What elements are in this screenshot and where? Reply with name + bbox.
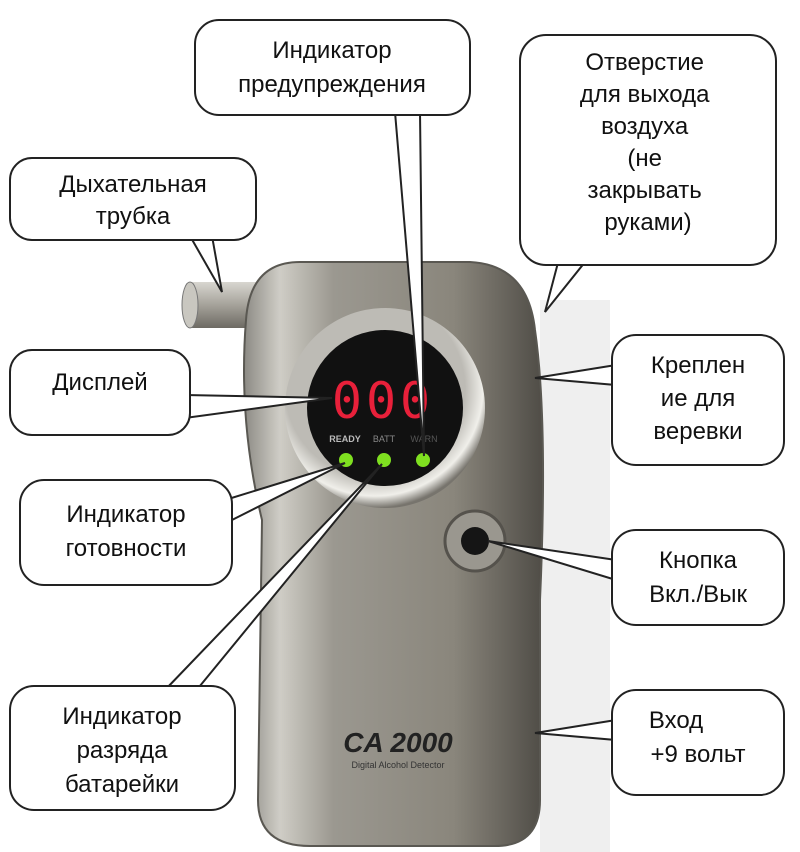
- callout-text-line: Дисплей: [52, 369, 147, 396]
- callout-ready: Индикатор готовности: [19, 462, 346, 586]
- callout-warning: Индикатор предупреждения: [194, 19, 471, 457]
- svg-text:Вход+9 вольт: Вход +9 вольт: [649, 707, 746, 768]
- callout-text-line: разряда: [77, 737, 169, 764]
- callout-text-line: Индикатор: [62, 703, 181, 730]
- battery-led: [377, 453, 391, 467]
- callout-text-line: веревки: [653, 418, 742, 445]
- callout-text-line: Вход: [649, 707, 703, 734]
- callout-vent: Отверстие для выхода воздуха (не закрыва…: [519, 34, 777, 313]
- tube-opening: [181, 281, 199, 329]
- callout-text-line: Креплен: [651, 352, 745, 379]
- batt-label: BATT: [373, 434, 396, 444]
- callout-text-line: Индикатор: [272, 37, 391, 64]
- callout-tube: Дыхательная трубка: [9, 157, 257, 293]
- model-name: CA 2000: [343, 727, 453, 758]
- callout-display: Дисплей: [9, 349, 333, 436]
- callout-text-line: Дыхательная: [59, 171, 206, 198]
- callout-text-line: +9 вольт: [651, 741, 746, 768]
- svg-text:Отверстие для выхода: Отверстие для выхода воздуха (не закрыва…: [580, 49, 716, 236]
- callout-text-line: руками): [604, 209, 691, 236]
- callout-text-line: закрывать: [588, 177, 702, 204]
- callout-text-line: для выхода: [580, 81, 710, 108]
- callout-text-line: Отверстие: [585, 49, 704, 76]
- callout-text-line: (не: [627, 145, 662, 172]
- callout-text-line: батарейки: [65, 771, 179, 798]
- callout-text-line: Вкл./Вык: [649, 581, 747, 608]
- callout-text-line: ие для: [661, 385, 735, 412]
- callout-text-line: Индикатор: [66, 501, 185, 528]
- background-wall: [540, 300, 610, 852]
- warning-led: [416, 453, 430, 467]
- callout-input: Вход +9 вольт: [534, 689, 785, 796]
- callout-text-line: трубка: [96, 203, 171, 230]
- model-subtitle: Digital Alcohol Detector: [351, 760, 444, 770]
- ready-label: READY: [329, 434, 361, 444]
- callout-strap: Креплен ие для веревки: [534, 334, 785, 466]
- power-button[interactable]: [461, 527, 489, 555]
- display-readout: 000: [332, 372, 434, 430]
- callout-text-line: Кнопка: [659, 547, 738, 574]
- callout-text-line: воздуха: [601, 113, 689, 140]
- callout-battery: Индикатор разряда батарейки: [9, 463, 383, 811]
- breathalyzer-device: 000 READY BATT WARN CA 2000 Digital Alco…: [181, 261, 545, 847]
- svg-text:Дисплей: Дисплей: [52, 369, 147, 396]
- callout-text-line: готовности: [66, 535, 187, 562]
- callout-text-line: предупреждения: [238, 71, 426, 98]
